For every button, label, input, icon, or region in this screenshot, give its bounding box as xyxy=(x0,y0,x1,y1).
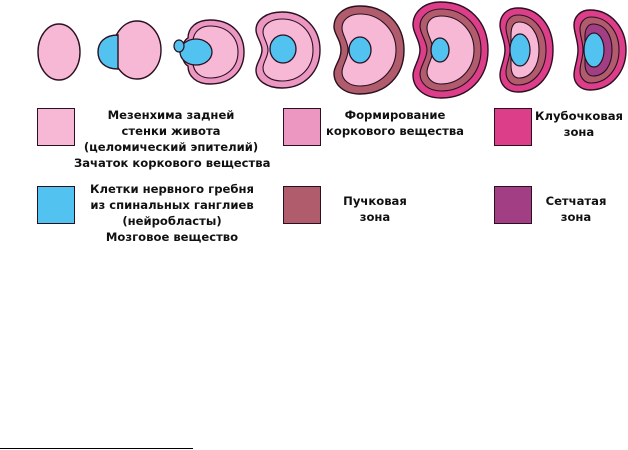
legend-line: зона xyxy=(563,125,595,139)
legend-line: Формирование xyxy=(344,108,446,122)
stage-2 xyxy=(97,20,162,80)
legend-swatch-fasciculata xyxy=(283,186,321,224)
legend-line: Клубочковая xyxy=(535,109,623,123)
legend-line: из спинальных ганглиев xyxy=(90,198,254,212)
legend-line: зона xyxy=(560,210,592,224)
legend-line: Зачаток коркового вещества xyxy=(74,156,271,170)
legend-label-cortex-formation: Формирование коркового вещества xyxy=(323,107,467,139)
legend-line: Мезенхима задней xyxy=(107,108,235,122)
legend-swatch-neural-crest xyxy=(37,186,75,224)
stage-6 xyxy=(412,1,489,99)
legend-label-glomerulosa: Клубочковая зона xyxy=(533,108,625,140)
stage-7 xyxy=(499,7,554,93)
stage-5 xyxy=(333,5,405,95)
legend-line: Пучковая xyxy=(343,194,407,208)
development-stages xyxy=(37,1,627,99)
footnote-rule xyxy=(0,448,193,449)
legend-line: (целомический эпителий) xyxy=(83,140,259,154)
legend-line: коркового вещества xyxy=(326,124,464,138)
stage-4 xyxy=(255,11,321,89)
legend-swatch-reticularis xyxy=(494,186,532,224)
legend-line: (нейробласты) xyxy=(122,214,222,228)
legend-line: зона xyxy=(359,210,391,224)
legend-line: Клетки нервного гребня xyxy=(90,182,254,196)
legend-swatch-glomerulosa xyxy=(494,108,532,146)
legend-swatch-cortex-formation xyxy=(283,108,321,146)
legend-label-mesenchyme: Мезенхима задней стенки живота (целомиче… xyxy=(74,107,271,171)
legend-label-neural-crest: Клетки нервного гребня из спинальных ган… xyxy=(82,181,262,245)
stage-3 xyxy=(173,19,245,85)
legend-line: стенки живота xyxy=(121,124,221,138)
legend-swatch-mesenchyme xyxy=(37,108,75,146)
legend-label-fasciculata: Пучковая зона xyxy=(335,193,415,225)
legend-line: Мозговое вещество xyxy=(105,230,239,244)
legend-label-reticularis: Сетчатая зона xyxy=(540,193,612,225)
stage-1 xyxy=(37,23,81,81)
stage-8 xyxy=(573,9,627,91)
legend-line: Сетчатая xyxy=(545,194,607,208)
